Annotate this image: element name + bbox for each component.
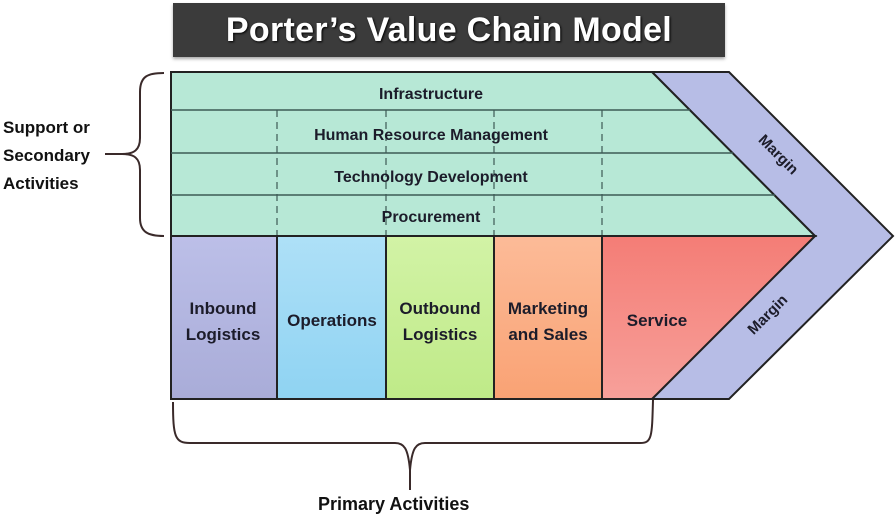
support-activities-label: Support or Secondary Activities — [3, 114, 90, 198]
support-brace — [121, 72, 165, 237]
primary-marketing-sales — [493, 235, 603, 400]
support-label-line-2: Secondary — [3, 146, 90, 165]
support-technology-label: Technology Development — [334, 169, 528, 186]
title-banner: Porter’s Value Chain Model — [173, 3, 725, 57]
support-hrm-label: Human Resource Management — [314, 127, 549, 144]
support-infrastructure-label: Infrastructure — [379, 86, 483, 103]
outbound-label-1: Outbound — [399, 299, 480, 318]
marketing-label-2: and Sales — [508, 325, 587, 344]
diagram-title: Porter’s Value Chain Model — [225, 10, 673, 49]
support-procurement-label: Procurement — [382, 209, 481, 226]
inbound-label-2: Logistics — [186, 325, 261, 344]
support-label-line-3: Activities — [3, 174, 79, 193]
service-label: Service — [627, 311, 688, 330]
marketing-label-1: Marketing — [508, 299, 588, 318]
primary-service — [601, 235, 818, 400]
primary-outbound-logistics — [385, 235, 495, 400]
outbound-label-2: Logistics — [403, 325, 478, 344]
support-label-line-1: Support or — [3, 118, 90, 137]
inbound-label-1: Inbound — [189, 299, 256, 318]
primary-activities-label: Primary Activities — [318, 494, 470, 514]
primary-brace — [172, 399, 654, 471]
primary-inbound-logistics — [170, 235, 278, 400]
operations-label: Operations — [287, 311, 377, 330]
